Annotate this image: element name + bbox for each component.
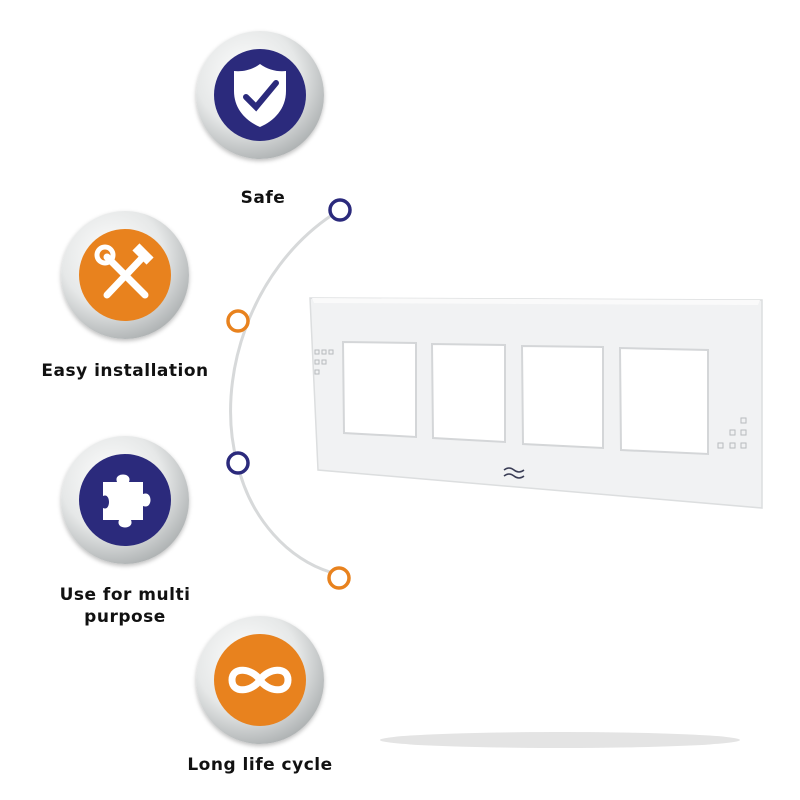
multi-purpose-badge [61, 436, 189, 564]
brand-wave-icon [503, 467, 525, 479]
feature-label-line: Use for multi [59, 585, 191, 605]
infinity-icon [228, 666, 292, 694]
easy-installation-badge [61, 211, 189, 339]
switch-plate [309, 297, 763, 509]
module-window [341, 340, 417, 439]
connector-ring-navy [328, 198, 352, 222]
connector-ring-orange [327, 566, 351, 590]
shield-check-icon [234, 64, 286, 127]
wrench-hammer-icon [94, 243, 154, 299]
safe-badge [196, 31, 324, 159]
module-window [618, 346, 709, 456]
floor-shadow [380, 732, 740, 748]
feature-label-safe: Safe [240, 188, 286, 208]
feature-label-line: purpose [84, 607, 166, 627]
puzzle-piece-icon [103, 474, 151, 528]
feature-label-easy-installation: Easy installation [41, 361, 209, 381]
connector-ring-navy [226, 451, 250, 475]
feature-label-long-life: Long life cycle [187, 755, 333, 775]
long-life-badge [196, 616, 324, 744]
module-window [430, 342, 506, 444]
feature-label-multi-purpose: Use for multi purpose [25, 584, 225, 628]
connector-ring-orange [226, 309, 250, 333]
connector-arc [229, 213, 333, 574]
module-window [520, 344, 604, 450]
